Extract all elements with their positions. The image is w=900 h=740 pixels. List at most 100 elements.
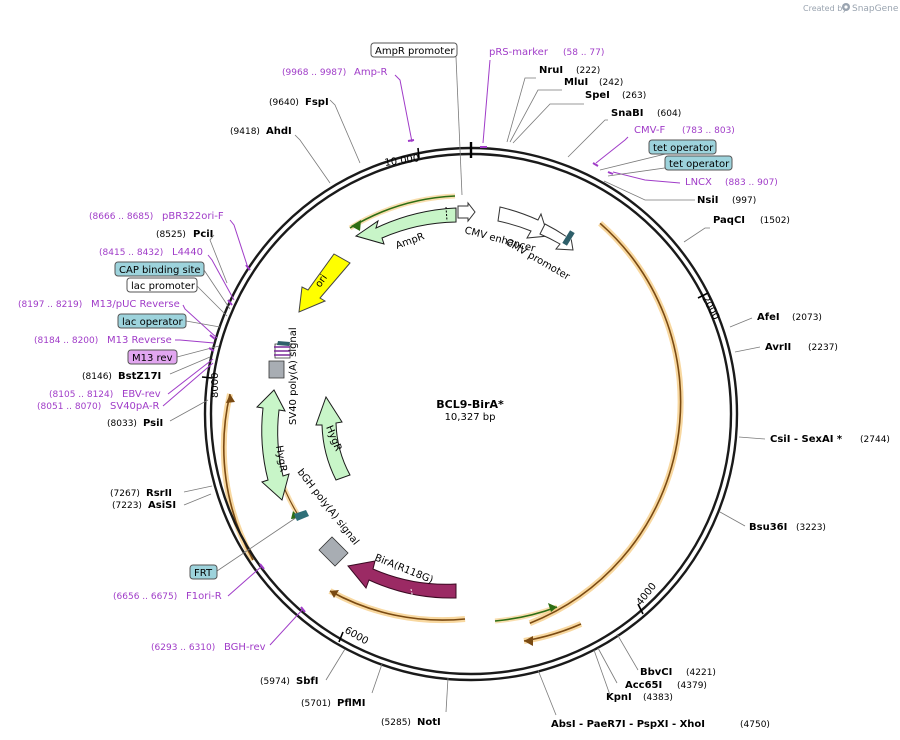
bira-arrow[interactable] bbox=[347, 560, 457, 599]
svg-text:(242): (242) bbox=[599, 78, 623, 88]
ampr-promoter-arrow[interactable] bbox=[457, 201, 476, 223]
svg-text:M13 rev: M13 rev bbox=[132, 353, 173, 364]
bgh-polya-box bbox=[318, 536, 349, 567]
sv40-polya-box bbox=[268, 360, 285, 379]
site-sbfi[interactable]: (5974) SbfI bbox=[260, 676, 318, 687]
svg-text:EBV-rev: EBV-rev bbox=[122, 389, 161, 400]
site-psii[interactable]: (8033)PsiI bbox=[107, 418, 163, 429]
svg-text:SbfI: SbfI bbox=[296, 676, 318, 687]
credit-prefix: Created by bbox=[803, 4, 847, 13]
svg-text:FRT: FRT bbox=[194, 568, 213, 579]
primer-cmv-f[interactable]: CMV-F(783 .. 803) bbox=[634, 125, 735, 136]
site-ahdi[interactable]: (9418)AhdI bbox=[230, 126, 292, 137]
site-absi-xhoi[interactable]: AbsI - PaeR7I - PspXI - XhoI(4750) bbox=[551, 719, 770, 730]
svg-text:SV40pA-R: SV40pA-R bbox=[110, 401, 159, 412]
svg-text:AsiSI: AsiSI bbox=[148, 500, 176, 511]
svg-text:NsiI: NsiI bbox=[697, 195, 718, 206]
svg-text:(1502): (1502) bbox=[760, 216, 790, 226]
primer-prs-marker[interactable]: pRS-marker(58 .. 77) bbox=[489, 47, 604, 58]
site-leader-lines bbox=[169, 77, 766, 716]
box-lac-operator[interactable]: lac operator bbox=[117, 313, 187, 329]
svg-text:(4379): (4379) bbox=[677, 681, 707, 691]
ori-arrow[interactable] bbox=[298, 253, 351, 313]
box-cap-binding-site[interactable]: CAP binding site bbox=[114, 261, 205, 277]
box-tet-operator-2[interactable]: tet operator bbox=[664, 155, 733, 171]
tick-label-10000: 10,000 bbox=[384, 153, 420, 169]
hygr-arrow-outer[interactable] bbox=[255, 389, 290, 501]
svg-text:(9968 .. 9987): (9968 .. 9987) bbox=[282, 68, 346, 78]
svg-text:(8525): (8525) bbox=[156, 230, 186, 240]
svg-text:tet operator: tet operator bbox=[669, 159, 730, 170]
primer-sv40pa-r[interactable]: (8051 .. 8070) SV40pA-R bbox=[37, 401, 159, 412]
tick-mark-6000 bbox=[338, 631, 344, 643]
primer-m13-puc-reverse[interactable]: (8197 .. 8219)M13/pUC Reverse bbox=[18, 299, 180, 310]
box-ampr-promoter[interactable]: AmpR promoter bbox=[370, 42, 458, 58]
tick-label-6000: 6000 bbox=[343, 625, 371, 647]
site-mlui[interactable]: MluI(242) bbox=[564, 77, 623, 88]
box-lac-promoter[interactable]: lac promoter bbox=[126, 277, 198, 293]
svg-text:(2744): (2744) bbox=[860, 435, 890, 445]
site-asisi[interactable]: (7223)AsiSI bbox=[112, 500, 176, 511]
primer-lncx[interactable]: LNCX(883 .. 907) bbox=[685, 177, 778, 188]
site-rsrii[interactable]: (7267)RsrII bbox=[110, 488, 172, 499]
svg-text:(6656 .. 6675): (6656 .. 6675) bbox=[113, 592, 177, 602]
box-tet-operator-1[interactable]: tet operator bbox=[648, 139, 717, 155]
primer-f1ori-r[interactable]: (6656 .. 6675)F1ori-R bbox=[113, 591, 222, 602]
svg-text:(9640): (9640) bbox=[269, 98, 299, 108]
svg-text:(6293 .. 6310): (6293 .. 6310) bbox=[151, 643, 215, 653]
svg-text:AbsI - PaeR7I - PspXI - Xho: AbsI - PaeR7I - PspXI - XhoI bbox=[551, 719, 705, 730]
site-kpni[interactable]: KpnI(4383) bbox=[606, 692, 673, 703]
svg-text:(8051 .. 8070): (8051 .. 8070) bbox=[37, 402, 101, 412]
svg-text:(8197 .. 8219): (8197 .. 8219) bbox=[18, 300, 82, 310]
primer-m13-reverse[interactable]: (8184 .. 8200)M13 Reverse bbox=[34, 335, 172, 346]
site-fspi[interactable]: (9640)FspI bbox=[269, 97, 329, 108]
site-snabi[interactable]: SnaBI(604) bbox=[611, 108, 681, 119]
svg-text:(2237): (2237) bbox=[808, 343, 838, 353]
site-acc65i[interactable]: Acc65I(4379) bbox=[625, 680, 707, 691]
site-bsu36i[interactable]: Bsu36I(3223) bbox=[749, 522, 826, 533]
site-bbvci[interactable]: BbvCI(4221) bbox=[640, 667, 716, 678]
site-pcii[interactable]: (8525) PciI bbox=[156, 229, 213, 240]
cmv-enhancer-arrow[interactable] bbox=[497, 206, 549, 239]
tick-mark-2000 bbox=[697, 292, 709, 299]
site-csii-sexai[interactable]: CsiI - SexAI * (2744) bbox=[770, 434, 890, 445]
site-spei[interactable]: SpeI(263) bbox=[585, 90, 646, 101]
primer-l4440[interactable]: (8415 .. 8432) L4440 bbox=[99, 247, 203, 258]
svg-text:(8415 .. 8432): (8415 .. 8432) bbox=[99, 248, 163, 258]
svg-text:L4440: L4440 bbox=[172, 247, 203, 258]
svg-text:RsrII: RsrII bbox=[146, 488, 172, 499]
primer-ebv-rev[interactable]: (8105 .. 8124)EBV-rev bbox=[49, 389, 161, 400]
primer-amp-r[interactable]: (9968 .. 9987)Amp-R bbox=[282, 67, 388, 78]
svg-text:M13 Reverse: M13 Reverse bbox=[107, 335, 172, 346]
site-afei[interactable]: AfeI(2073) bbox=[757, 312, 822, 323]
svg-text:(5974): (5974) bbox=[260, 677, 290, 687]
site-avrii[interactable]: AvrII(2237) bbox=[765, 342, 838, 353]
svg-text:PciI: PciI bbox=[193, 229, 213, 240]
boxed-labels: AmpR promoter tet operator tet operator … bbox=[114, 42, 733, 580]
svg-text:(4221): (4221) bbox=[686, 668, 716, 678]
credit-brand: SnapGene bbox=[852, 4, 899, 14]
svg-text:CsiI - SexAI *: CsiI - SexAI * bbox=[770, 434, 843, 445]
svg-text:(222): (222) bbox=[576, 66, 600, 76]
box-frt[interactable]: FRT bbox=[189, 564, 218, 580]
site-nsii[interactable]: NsiI(997) bbox=[697, 195, 756, 206]
site-pflmi[interactable]: (5701)PflMI bbox=[301, 698, 365, 709]
site-noti[interactable]: (5285) NotI bbox=[381, 717, 441, 728]
site-nrui[interactable]: NruI(222) bbox=[539, 65, 600, 76]
svg-text:(783 .. 803): (783 .. 803) bbox=[682, 126, 735, 136]
ampr-arrow[interactable] bbox=[354, 207, 457, 245]
svg-text:(3223): (3223) bbox=[796, 523, 826, 533]
svg-text:lac operator: lac operator bbox=[122, 317, 183, 328]
site-bstz17i[interactable]: (8146)BstZ17I bbox=[82, 371, 161, 382]
site-paqci[interactable]: PaqCI(1502) bbox=[713, 215, 790, 226]
primer-leader-lines bbox=[162, 59, 681, 646]
feature-label-sv40-polya: SV40 poly(A) signal bbox=[288, 327, 299, 425]
box-m13-rev[interactable]: M13 rev bbox=[127, 349, 178, 365]
hygr-arrow-inner[interactable] bbox=[315, 395, 351, 481]
tick-mark-8000 bbox=[201, 376, 213, 379]
primer-pbr322ori-f[interactable]: (8666 .. 8685)pBR322ori-F bbox=[89, 211, 224, 222]
svg-text:PflMI: PflMI bbox=[337, 698, 365, 709]
svg-text:(5285): (5285) bbox=[381, 718, 411, 728]
primer-bgh-rev[interactable]: (6293 .. 6310)BGH-rev bbox=[151, 642, 266, 653]
svg-text:NotI: NotI bbox=[417, 717, 441, 728]
